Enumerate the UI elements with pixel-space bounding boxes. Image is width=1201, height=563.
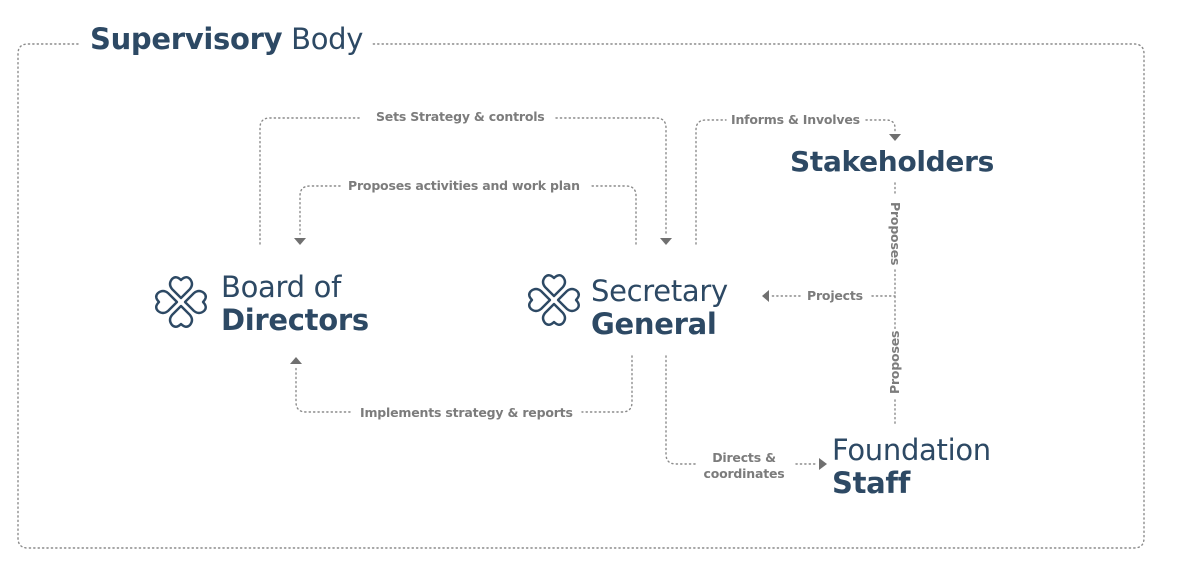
clover-hearts-icon bbox=[155, 276, 207, 328]
arrow-left-icon bbox=[762, 290, 769, 302]
label-sets-strategy: Sets Strategy & controls bbox=[370, 109, 551, 124]
node-staff-line1: Foundation bbox=[832, 433, 991, 467]
node-foundation-staff: Foundation Staff bbox=[832, 434, 991, 500]
label-stakeholders-proposes: Proposes bbox=[888, 200, 903, 268]
supervisory-body-title: Supervisory Body bbox=[88, 22, 370, 56]
edge-informs-involves bbox=[695, 119, 896, 245]
node-secretary-line1: Secretary bbox=[591, 274, 728, 308]
edge-sets-strategy bbox=[259, 117, 667, 245]
label-directs-coordinates: Directs & coordinates bbox=[698, 450, 790, 482]
label-staff-proposes: Proposes bbox=[887, 328, 902, 396]
label-directs-line2: coordinates bbox=[703, 466, 785, 481]
clover-hearts-icon bbox=[528, 274, 580, 326]
arrow-up-icon bbox=[290, 357, 302, 364]
label-informs-involves: Informs & Involves bbox=[727, 112, 864, 127]
node-board-of-directors: Board of Directors bbox=[221, 271, 369, 337]
arrow-right-icon bbox=[819, 458, 827, 470]
edge-implements-strategy bbox=[295, 355, 633, 413]
node-stakeholders: Stakeholders bbox=[790, 145, 994, 178]
node-secretary-general: Secretary General bbox=[591, 275, 728, 341]
arrow-down-icon bbox=[889, 134, 901, 141]
label-proposes-activities: Proposes activities and work plan bbox=[342, 178, 586, 193]
edge-proposes-activities bbox=[299, 185, 637, 245]
label-implements-strategy: Implements strategy & reports bbox=[354, 405, 579, 420]
node-secretary-line2: General bbox=[591, 307, 717, 341]
node-board-line1: Board of bbox=[221, 270, 342, 304]
title-regular: Body bbox=[291, 22, 364, 56]
label-projects: Projects bbox=[802, 288, 868, 303]
node-staff-line2: Staff bbox=[832, 466, 911, 500]
arrow-down-icon bbox=[294, 238, 306, 245]
supervisory-frame-border bbox=[17, 43, 1145, 549]
node-stakeholders-label: Stakeholders bbox=[790, 145, 994, 178]
label-directs-line1: Directs & bbox=[712, 450, 776, 465]
node-board-line2: Directors bbox=[221, 303, 369, 337]
arrow-down-icon bbox=[660, 238, 672, 245]
edge-directs-coordinates bbox=[665, 355, 819, 465]
title-bold: Supervisory bbox=[90, 22, 283, 56]
